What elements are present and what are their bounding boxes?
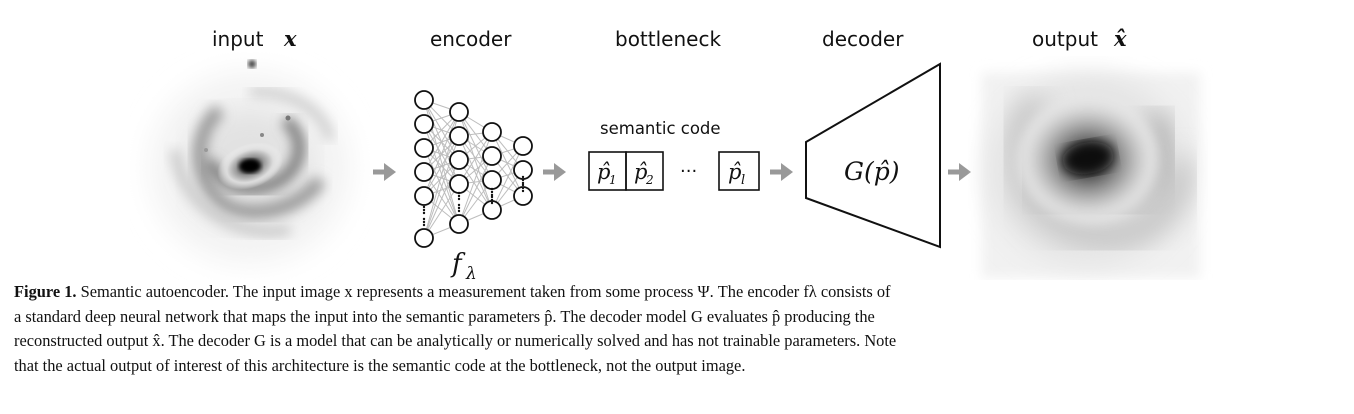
network-ellipsis-dot xyxy=(457,206,461,210)
arrow-input-to-encoder xyxy=(373,163,396,181)
code-cell-2-box xyxy=(625,151,664,191)
decoder-expression: G(p̂) xyxy=(844,157,899,186)
network-ellipsis-dot xyxy=(457,197,461,201)
code-cell-l-symbol: p̂ xyxy=(728,160,741,184)
network-ellipsis-dot xyxy=(457,209,461,213)
caption-line-3: reconstructed output x̂. The decoder G i… xyxy=(14,331,897,350)
network-ellipsis-dot xyxy=(422,217,426,221)
code-cell-l-box xyxy=(718,151,760,191)
network-node-layer-1 xyxy=(414,138,434,158)
decoder-trapezoid xyxy=(805,62,941,249)
network-edge xyxy=(491,131,524,197)
network-ellipsis-dot xyxy=(490,187,494,191)
network-ellipsis-dot xyxy=(422,205,426,209)
network-node-layer-2 xyxy=(449,102,469,122)
network-node-layer-1 xyxy=(414,228,434,248)
caption-line-1-text: Semantic autoencoder. The input image x … xyxy=(76,282,891,301)
network-edge xyxy=(491,145,524,211)
arrow-code-to-decoder xyxy=(770,163,793,181)
network-ellipsis-dot xyxy=(521,183,525,187)
code-cell-2-subscript: 2 xyxy=(645,173,654,187)
network-ellipsis-dot xyxy=(422,211,426,215)
network-node-layer-1 xyxy=(414,114,434,134)
network-ellipsis-dot xyxy=(521,175,525,179)
arrow-encoder-to-code xyxy=(543,163,566,181)
encoder-network-nodes xyxy=(414,90,533,248)
output-reconstructed-image xyxy=(982,73,1200,278)
network-node-layer-4 xyxy=(513,136,533,156)
network-node-layer-2 xyxy=(449,126,469,146)
network-edge xyxy=(458,131,493,185)
network-ellipsis-dot xyxy=(422,220,426,224)
network-ellipsis-dot xyxy=(422,223,426,227)
network-edge xyxy=(423,111,460,173)
network-edge xyxy=(423,111,460,197)
network-node-layer-3 xyxy=(482,122,502,142)
network-node-layer-4 xyxy=(513,186,533,206)
network-ellipsis-dot xyxy=(490,190,494,194)
decoder-block: G(p̂) xyxy=(805,62,941,249)
caption-line-4: that the actual output of interest of th… xyxy=(14,355,746,375)
network-edge xyxy=(458,135,493,211)
network-edge xyxy=(423,135,460,197)
encoder-subscript: λ xyxy=(465,264,477,280)
stage-label-encoder: encoder xyxy=(430,27,512,51)
autoencoder-diagram: input x encoder bottleneck decoder outpu… xyxy=(140,26,1200,280)
network-node-layer-3 xyxy=(482,170,502,190)
output-symbol: x̂ xyxy=(1113,26,1127,51)
network-ellipsis-dot xyxy=(457,191,461,195)
code-cell-1-symbol: p̂ xyxy=(597,160,610,184)
network-ellipsis-dot xyxy=(490,193,494,197)
network-ellipsis-dot xyxy=(422,208,426,212)
network-ellipsis-dot xyxy=(521,178,525,182)
arrow-decoder-to-output xyxy=(948,163,971,181)
network-node-layer-3 xyxy=(482,146,502,166)
network-node-layer-2 xyxy=(449,150,469,170)
semantic-code-vector: p̂ 1 p̂ 2 ··· p̂ l xyxy=(588,151,760,191)
network-ellipsis-dot xyxy=(457,194,461,198)
encoder-network-edges xyxy=(423,99,524,239)
network-ellipsis-dot xyxy=(521,189,525,193)
input-galaxy-image xyxy=(140,60,365,278)
network-node-layer-1 xyxy=(414,90,434,110)
network-edge xyxy=(458,159,493,211)
network-node-layer-2 xyxy=(449,174,469,194)
network-ellipsis-dot xyxy=(457,203,461,207)
network-node-layer-1 xyxy=(414,162,434,182)
network-node-layer-1 xyxy=(414,186,434,206)
network-ellipsis-dot xyxy=(490,201,494,205)
code-cell-2-symbol: p̂ xyxy=(634,160,647,184)
input-symbol: x xyxy=(283,26,297,51)
network-edge xyxy=(423,183,460,239)
caption-figure-label: Figure 1. xyxy=(14,282,77,301)
caption-line-1: Figure 1. Semantic autoencoder. The inpu… xyxy=(14,280,1340,305)
code-ellipsis: ··· xyxy=(680,161,697,182)
network-edge xyxy=(458,155,493,225)
network-ellipsis-dot xyxy=(490,195,494,199)
stage-label-input: input xyxy=(212,27,264,51)
stage-label-bottleneck: bottleneck xyxy=(615,27,721,51)
network-edge xyxy=(423,159,460,239)
network-ellipsis-dot xyxy=(521,181,525,185)
encoder-symbol: f xyxy=(450,249,466,279)
network-node-layer-2 xyxy=(449,214,469,234)
network-edge xyxy=(458,131,493,225)
code-cell-1-subscript: 1 xyxy=(609,173,617,187)
stage-label-decoder: decoder xyxy=(822,27,904,51)
caption-line-2: a standard deep neural network that maps… xyxy=(14,306,875,326)
semantic-code-label: semantic code xyxy=(600,119,721,138)
figure-caption: Figure 1. Semantic autoencoder. The inpu… xyxy=(14,280,1340,378)
network-ellipsis-dot xyxy=(521,186,525,190)
network-ellipsis-dot xyxy=(490,198,494,202)
code-cell-l-subscript: l xyxy=(741,173,745,188)
stage-label-output: output xyxy=(1032,27,1098,51)
